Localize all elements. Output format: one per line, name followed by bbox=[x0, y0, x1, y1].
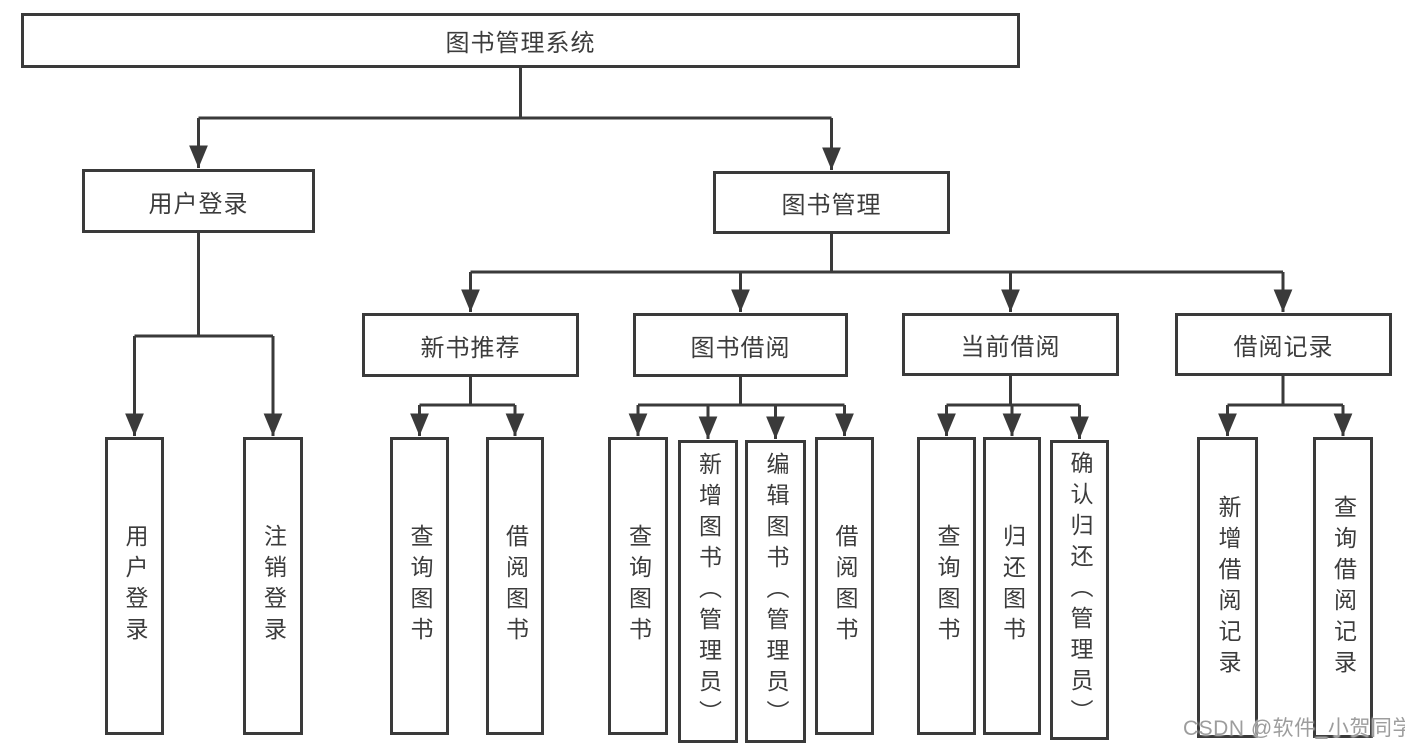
node-user-login: 用户登录 bbox=[82, 169, 315, 233]
node-leaf-borrow-books-borrowing-label: 借阅图书 bbox=[832, 524, 858, 648]
node-book-borrowing: 图书借阅 bbox=[633, 313, 848, 377]
connector-borrowing-records bbox=[1218, 376, 1353, 436]
node-leaf-borrow-books-borrowing: 借阅图书 bbox=[815, 437, 874, 735]
node-leaf-borrow-books-recommend: 借阅图书 bbox=[486, 437, 544, 735]
node-leaf-user-login: 用户登录 bbox=[105, 437, 164, 735]
connector-book-management bbox=[461, 234, 1293, 312]
node-leaf-confirm-return-admin: 确认归还（管理员） bbox=[1050, 440, 1109, 740]
node-leaf-borrow-books-recommend-label: 借阅图书 bbox=[502, 524, 529, 648]
node-new-book-recommend: 新书推荐 bbox=[362, 313, 579, 377]
node-leaf-query-books-borrowing: 查询图书 bbox=[608, 437, 668, 735]
node-book-management: 图书管理 bbox=[713, 171, 950, 234]
connector-new-book-recommend bbox=[410, 377, 525, 436]
node-leaf-query-books-recommend: 查询图书 bbox=[390, 437, 449, 735]
node-root: 图书管理系统 bbox=[21, 13, 1020, 68]
node-leaf-query-borrow-record-label: 查询借阅记录 bbox=[1330, 494, 1357, 681]
node-leaf-confirm-return-admin-label: 确认归还（管理员） bbox=[1067, 450, 1093, 730]
node-leaf-return-books: 归还图书 bbox=[983, 437, 1041, 735]
node-leaf-query-borrow-record: 查询借阅记录 bbox=[1313, 437, 1373, 738]
node-leaf-query-books-current: 查询图书 bbox=[917, 437, 976, 735]
node-leaf-add-books-admin-label: 新增图书（管理员） bbox=[695, 452, 722, 731]
node-leaf-add-books-admin: 新增图书（管理员） bbox=[678, 440, 738, 743]
node-leaf-add-borrow-record-label: 新增借阅记录 bbox=[1215, 494, 1241, 681]
node-current-borrowing: 当前借阅 bbox=[902, 313, 1119, 376]
node-leaf-query-books-current-label: 查询图书 bbox=[934, 524, 960, 648]
node-leaf-query-books-borrowing-label: 查询图书 bbox=[625, 524, 652, 648]
connector-book-borrowing bbox=[628, 377, 854, 439]
node-leaf-logout-label: 注销登录 bbox=[260, 524, 287, 648]
node-leaf-add-borrow-record: 新增借阅记录 bbox=[1197, 437, 1258, 738]
connector-root bbox=[189, 68, 841, 170]
node-borrowing-records: 借阅记录 bbox=[1175, 313, 1392, 376]
node-leaf-edit-books-admin: 编辑图书（管理员） bbox=[745, 440, 806, 743]
connector-user-login bbox=[125, 233, 283, 436]
node-leaf-query-books-recommend-label: 查询图书 bbox=[407, 524, 433, 648]
node-leaf-return-books-label: 归还图书 bbox=[999, 524, 1026, 648]
node-leaf-logout: 注销登录 bbox=[243, 437, 303, 735]
watermark: CSDN @软件_小贺同学 bbox=[1183, 717, 1405, 740]
connector-current-borrowing bbox=[937, 376, 1089, 439]
node-leaf-user-login-label: 用户登录 bbox=[122, 524, 148, 648]
node-leaf-edit-books-admin-label: 编辑图书（管理员） bbox=[763, 452, 789, 731]
